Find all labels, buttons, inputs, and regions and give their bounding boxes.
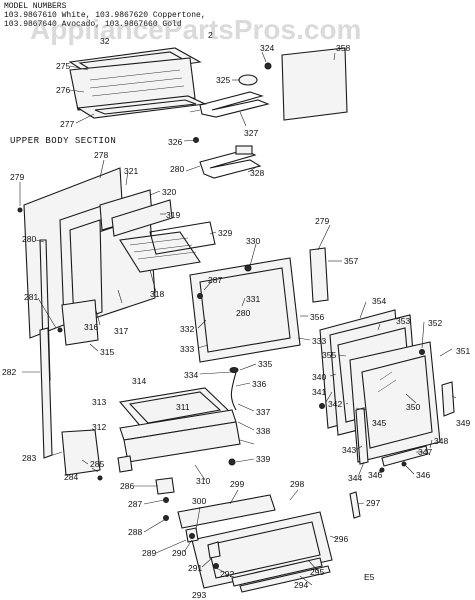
left-rail-parts (39, 327, 175, 521)
label-313: 313 (92, 397, 106, 407)
leader-lines (19, 51, 457, 586)
vent-trim-assembly (68, 47, 207, 119)
label-281: 281 (24, 292, 38, 302)
label-287-lower: 287 (128, 499, 142, 509)
label-295: 295 (310, 567, 324, 577)
label-297: 297 (366, 498, 380, 508)
label-287-upper: 287 (208, 275, 222, 285)
oven-door-assembly (189, 247, 455, 473)
label-325: 325 (216, 75, 230, 85)
label-331: 331 (246, 294, 260, 304)
storage-drawer (117, 367, 241, 473)
label-327: 327 (244, 128, 258, 138)
label-293: 293 (192, 590, 206, 600)
label-278: 278 (94, 150, 108, 160)
watermark: AppliancePartsPros.com (30, 14, 362, 45)
header-line-2: 103.9867610 White, 103.9867620 Copperton… (4, 11, 206, 20)
label-299: 299 (230, 479, 244, 489)
label-319: 319 (166, 210, 180, 220)
label-315: 315 (100, 347, 114, 357)
label-346-left: 346 (368, 470, 382, 480)
label-332: 332 (180, 324, 194, 334)
label-292: 292 (220, 569, 234, 579)
label-312: 312 (92, 422, 106, 432)
label-339: 339 (256, 454, 270, 464)
label-353: 353 (396, 316, 410, 326)
label-358: 358 (336, 43, 350, 53)
label-286: 286 (120, 481, 134, 491)
label-311: 311 (176, 402, 190, 412)
label-280-top: 280 (170, 164, 184, 174)
label-280-door: 280 (236, 308, 250, 318)
label-346-right: 346 (416, 470, 430, 480)
label-321: 321 (124, 166, 138, 176)
label-357: 357 (344, 256, 358, 266)
label-329: 329 (218, 228, 232, 238)
label-335: 335 (258, 359, 272, 369)
label-279-left: 279 (10, 172, 24, 182)
label-276: 276 (56, 85, 70, 95)
label-283: 283 (22, 453, 36, 463)
label-355: 355 (322, 350, 336, 360)
label-284: 284 (64, 472, 78, 482)
label-2: 2 (208, 30, 213, 40)
label-318: 318 (150, 289, 164, 299)
label-296: 296 (334, 534, 348, 544)
footer-code: E5 (364, 572, 375, 582)
label-345: 345 (372, 418, 386, 428)
label-333-left: 333 (180, 344, 194, 354)
label-342: 342 (328, 399, 342, 409)
label-356: 356 (310, 312, 324, 322)
label-347: 347 (418, 447, 432, 457)
label-354: 354 (372, 296, 386, 306)
label-351: 351 (456, 346, 470, 356)
label-280-left: 280 (22, 234, 36, 244)
header-line-3: 103.9867640 Avocado, 103.9867660 Gold (4, 20, 182, 29)
label-334: 334 (184, 370, 198, 380)
label-336: 336 (252, 379, 266, 389)
label-330: 330 (246, 236, 260, 246)
label-344: 344 (348, 473, 362, 483)
label-32: 32 (100, 36, 110, 46)
label-326: 326 (168, 137, 182, 147)
control-panel-assembly (177, 491, 361, 593)
label-310: 310 (196, 476, 210, 486)
label-282: 282 (2, 367, 16, 377)
label-341: 341 (312, 387, 326, 397)
label-349: 349 (456, 418, 470, 428)
label-320: 320 (162, 187, 176, 197)
label-277: 277 (60, 119, 74, 129)
label-291: 291 (188, 563, 202, 573)
top-right-parts (189, 47, 348, 179)
label-294: 294 (294, 580, 308, 590)
label-343: 343 (342, 445, 356, 455)
header-line-1: MODEL NUMBERS (4, 2, 67, 11)
label-316: 316 (84, 322, 98, 332)
label-350: 350 (406, 402, 420, 412)
label-285: 285 (90, 459, 104, 469)
label-300: 300 (192, 496, 206, 506)
section-title: UPPER BODY SECTION (10, 136, 117, 146)
label-289: 289 (142, 548, 156, 558)
label-340: 340 (312, 372, 326, 382)
label-317: 317 (114, 326, 128, 336)
label-328: 328 (250, 168, 264, 178)
model-numbers-header: MODEL NUMBERS 103.9867610 White, 103.986… (4, 2, 206, 29)
label-275: 275 (56, 61, 70, 71)
label-338: 338 (256, 426, 270, 436)
label-298: 298 (290, 479, 304, 489)
label-290: 290 (172, 548, 186, 558)
label-324: 324 (260, 43, 274, 53)
label-279-right: 279 (315, 216, 329, 226)
label-352: 352 (428, 318, 442, 328)
label-314: 314 (132, 376, 146, 386)
label-337: 337 (256, 407, 270, 417)
label-288: 288 (128, 527, 142, 537)
label-333-right: 333 (312, 336, 326, 346)
label-348: 348 (434, 436, 448, 446)
part-number-labels: 275 276 277 278 279 279 280 280 280 281 … (2, 30, 470, 600)
